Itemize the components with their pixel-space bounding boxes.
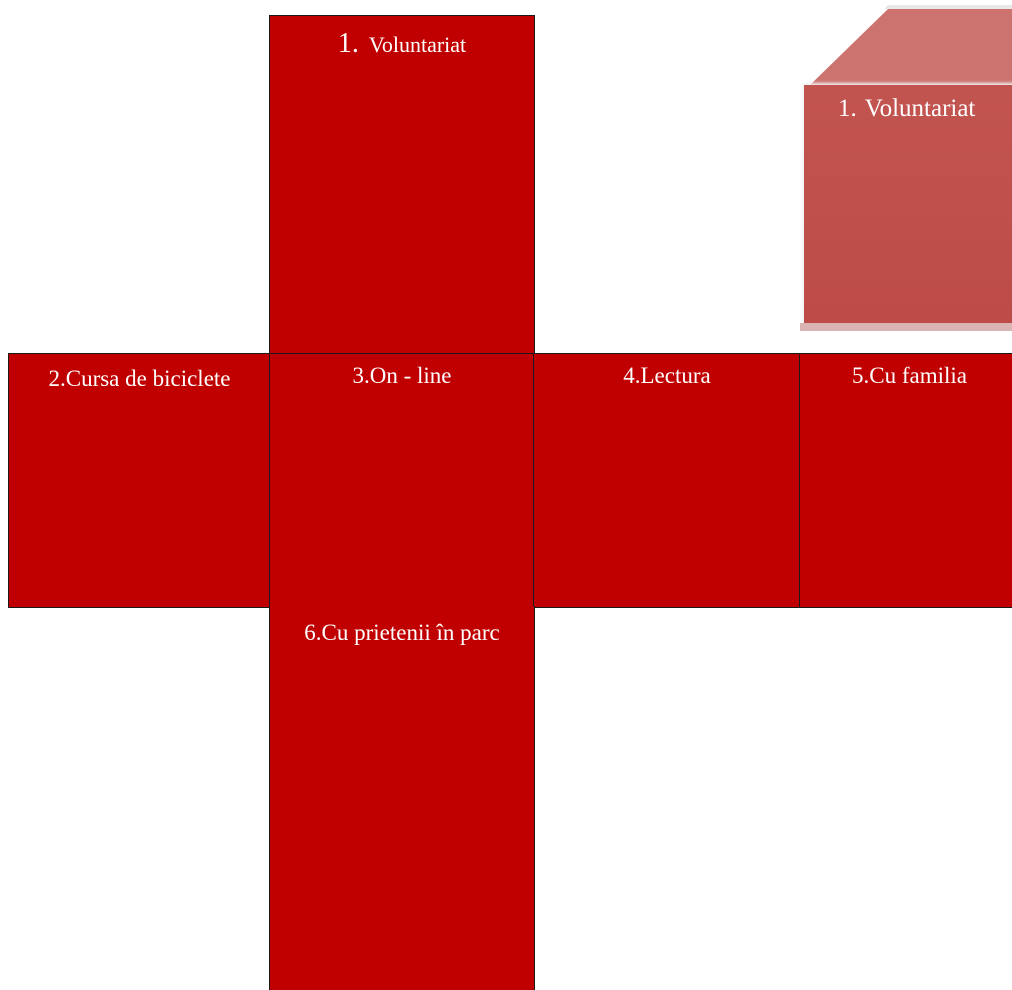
net-face-far-right-label: 5.Cu familia bbox=[852, 363, 967, 388]
cube-3d-front-number: 1. bbox=[838, 95, 857, 122]
cube-3d-bottom-edge bbox=[800, 323, 1012, 331]
cube-3d-front-label: 1. Voluntariat bbox=[804, 85, 1012, 123]
net-face-bottom-label: 6.Cu prietenii în parc bbox=[304, 620, 500, 645]
net-face-top-text: Voluntariat bbox=[368, 32, 467, 57]
net-face-right-label: 4.Lectura bbox=[623, 363, 711, 388]
cube-3d-front-text: Voluntariat bbox=[864, 95, 976, 122]
cube-3d-front-face: 1. Voluntariat bbox=[804, 85, 1012, 323]
net-face-center: 3.On - line bbox=[269, 353, 535, 608]
net-face-right: 4.Lectura bbox=[533, 353, 801, 608]
net-face-top: 1. Voluntariat bbox=[269, 15, 535, 355]
net-face-bottom: 6.Cu prietenii în parc bbox=[269, 606, 535, 736]
cube-3d: 1. Voluntariat bbox=[798, 5, 1012, 335]
cube-3d-top-face bbox=[810, 5, 1012, 85]
net-face-top-label: 1. Voluntariat bbox=[270, 16, 534, 61]
net-face-far-right: 5.Cu familia bbox=[799, 353, 1012, 608]
net-face-left: 2.Cursa de biciclete bbox=[8, 353, 271, 608]
net-face-bottom-extension bbox=[269, 730, 535, 990]
net-face-center-label: 3.On - line bbox=[352, 363, 452, 388]
net-face-left-label: 2.Cursa de biciclete bbox=[48, 366, 231, 391]
net-face-top-number: 1. bbox=[337, 28, 359, 59]
